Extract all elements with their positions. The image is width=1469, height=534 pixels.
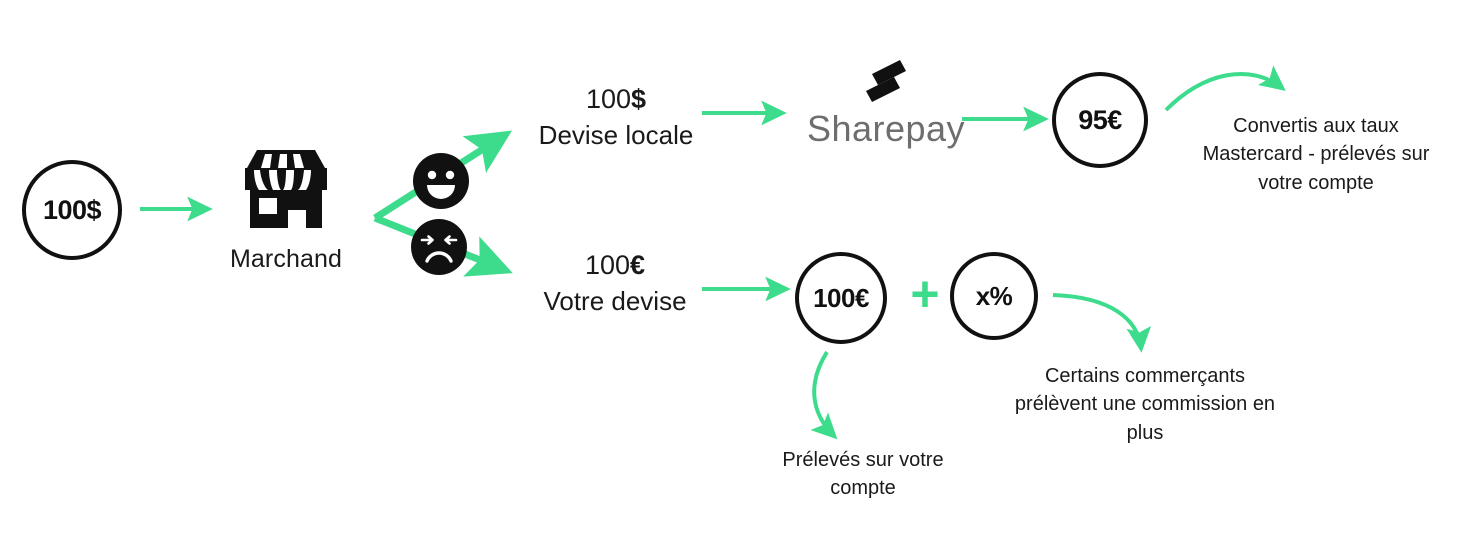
debit-note: Prélevés sur votre compte [782, 449, 944, 500]
own-currency-label: 100€ Votre devise [500, 248, 730, 318]
converted-amount-label: 95€ [1078, 104, 1122, 135]
start-amount-label: 100$ [42, 194, 102, 225]
start-amount-circle: 100$ [22, 160, 122, 260]
sharepay-logo-mark [786, 58, 986, 106]
local-amount-caption: Devise locale [538, 119, 694, 150]
own-amount-symbol: € [630, 250, 646, 280]
arrow-converted-to-note [1164, 65, 1286, 112]
sharepay-mark-icon [866, 60, 906, 102]
charged-amount-label: 100€ [813, 282, 869, 313]
own-amount-caption: Votre devise [543, 285, 687, 316]
merchant-label: Marchand [230, 245, 342, 273]
sharepay-logo: Sharepay [786, 58, 986, 150]
local-currency-label: 100$ Devise locale [506, 82, 726, 152]
storefront-icon [245, 150, 327, 228]
commission-note: Certains commerçants prélèvent une commi… [1014, 365, 1276, 444]
converted-amount-circle: 95€ [1052, 72, 1148, 168]
plus-symbol: + [910, 266, 940, 322]
own-amount-value: 100 [584, 250, 631, 280]
local-amount-symbol: $ [631, 84, 647, 114]
local-amount: 100$ [506, 82, 726, 118]
charged-amount-circle: 100€ [795, 252, 887, 344]
sharepay-wordmark: Sharepay [806, 108, 966, 149]
extra-fee-label: x% [975, 280, 1013, 311]
own-amount: 100€ [500, 248, 730, 284]
happy-face-icon [413, 153, 469, 209]
local-amount-value: 100 [585, 84, 632, 114]
convert-note: Convertis aux taux Mastercard - prélevés… [1202, 115, 1430, 194]
extra-fee-circle: x% [950, 252, 1038, 340]
sad-face-icon [411, 219, 467, 275]
merchant-node: Marchand [210, 146, 362, 274]
arrow-fee-to-commission-note [1052, 293, 1152, 353]
arrow-charged-to-debit-note [810, 350, 838, 440]
